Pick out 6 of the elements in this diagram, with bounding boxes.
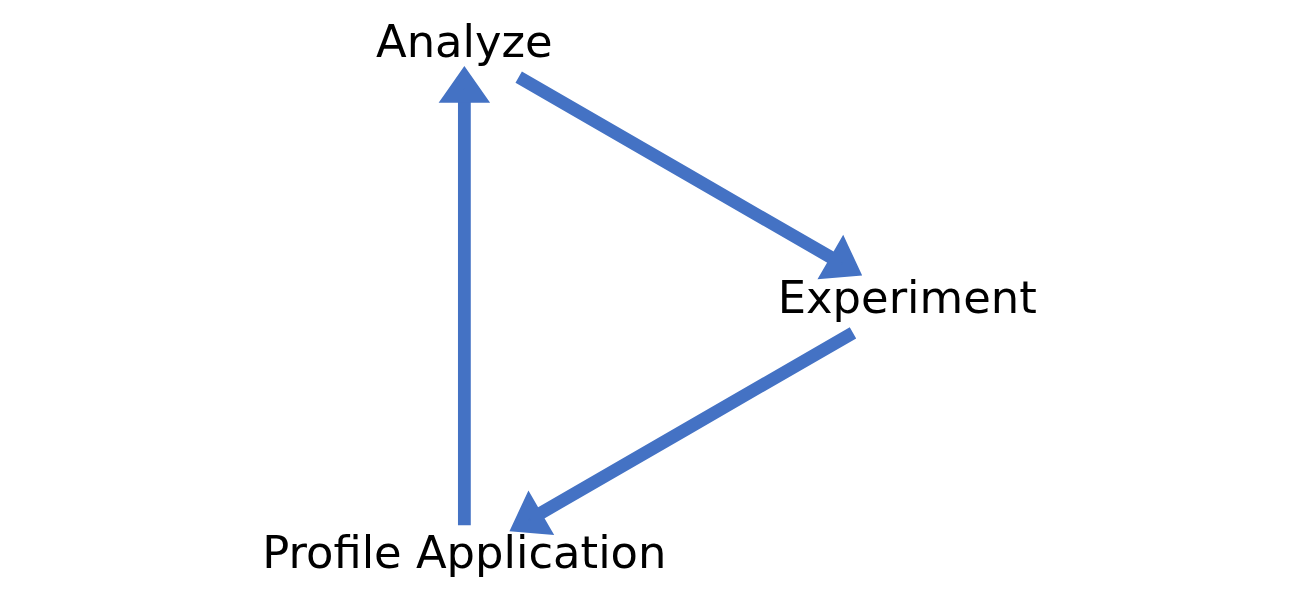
arrow	[438, 65, 490, 526]
node-text: Analyze	[375, 14, 553, 68]
arrow	[515, 71, 862, 280]
node-text: Profile Application	[261, 526, 666, 580]
node-text: Experiment	[777, 270, 1037, 324]
arrow	[508, 327, 856, 536]
